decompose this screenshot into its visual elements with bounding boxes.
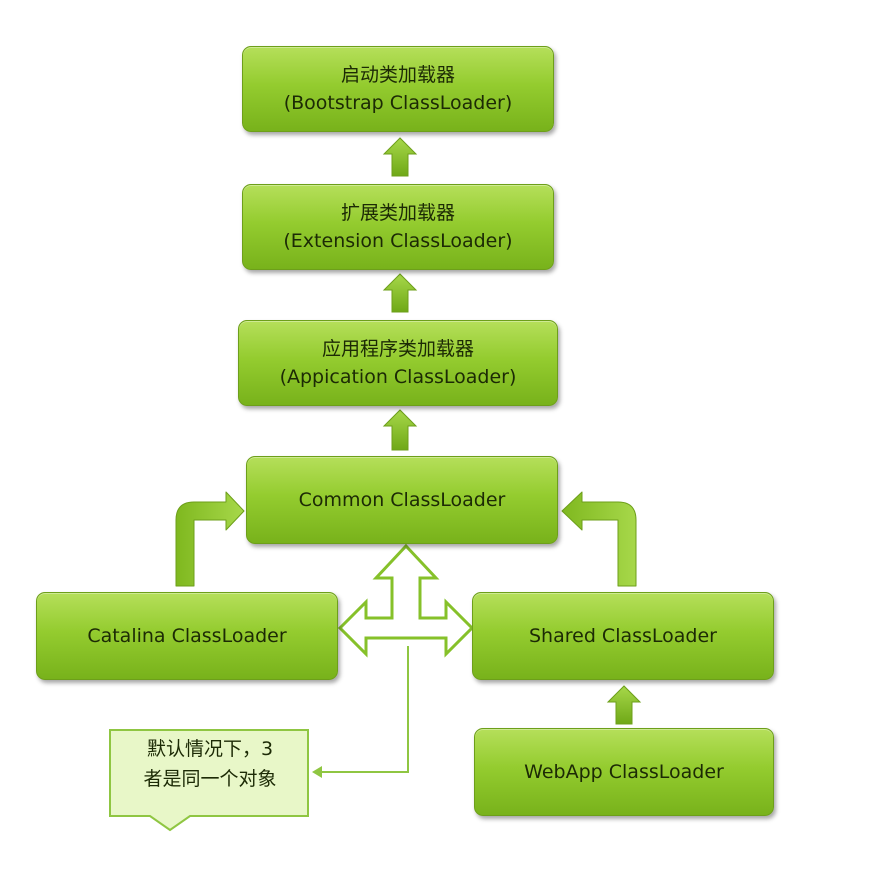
node-title: 应用程序类加载器 [321, 338, 474, 360]
callout-shape [109, 729, 309, 832]
callout-note: 默认情况下，3 者是同一个对象 [112, 734, 308, 794]
tri-directional-arrow-icon [337, 543, 475, 658]
shared-classloader-node: Shared ClassLoader [472, 592, 774, 680]
node-label: Shared ClassLoader [529, 625, 717, 647]
node-subtitle: (Extension ClassLoader) [283, 230, 513, 252]
node-title: 扩展类加载器 [340, 202, 455, 224]
callout-line-1: 默认情况下，3 [146, 738, 274, 760]
arrow-up-icon [382, 409, 418, 451]
arrow-up-icon [382, 273, 418, 313]
catalina-classloader-node: Catalina ClassLoader [36, 592, 338, 680]
arrow-up-icon [382, 137, 418, 177]
bent-arrow-icon [175, 491, 245, 587]
node-subtitle: (Bootstrap ClassLoader) [283, 92, 513, 114]
callout-line-2: 者是同一个对象 [143, 768, 277, 790]
webapp-classloader-node: WebApp ClassLoader [474, 728, 774, 816]
bootstrap-classloader-node: 启动类加载器 (Bootstrap ClassLoader) [242, 46, 554, 132]
node-label: WebApp ClassLoader [524, 761, 724, 783]
common-classloader-node: Common ClassLoader [246, 456, 558, 544]
node-subtitle: (Appication ClassLoader) [279, 366, 517, 388]
node-label: Common ClassLoader [298, 489, 506, 511]
bent-arrow-icon [561, 491, 637, 587]
extension-classloader-node: 扩展类加载器 (Extension ClassLoader) [242, 184, 554, 270]
arrow-up-icon [606, 685, 642, 725]
node-title: 启动类加载器 [340, 64, 455, 86]
callout-connector [312, 646, 409, 778]
node-label: Catalina ClassLoader [87, 625, 287, 647]
application-classloader-node: 应用程序类加载器 (Appication ClassLoader) [238, 320, 558, 406]
